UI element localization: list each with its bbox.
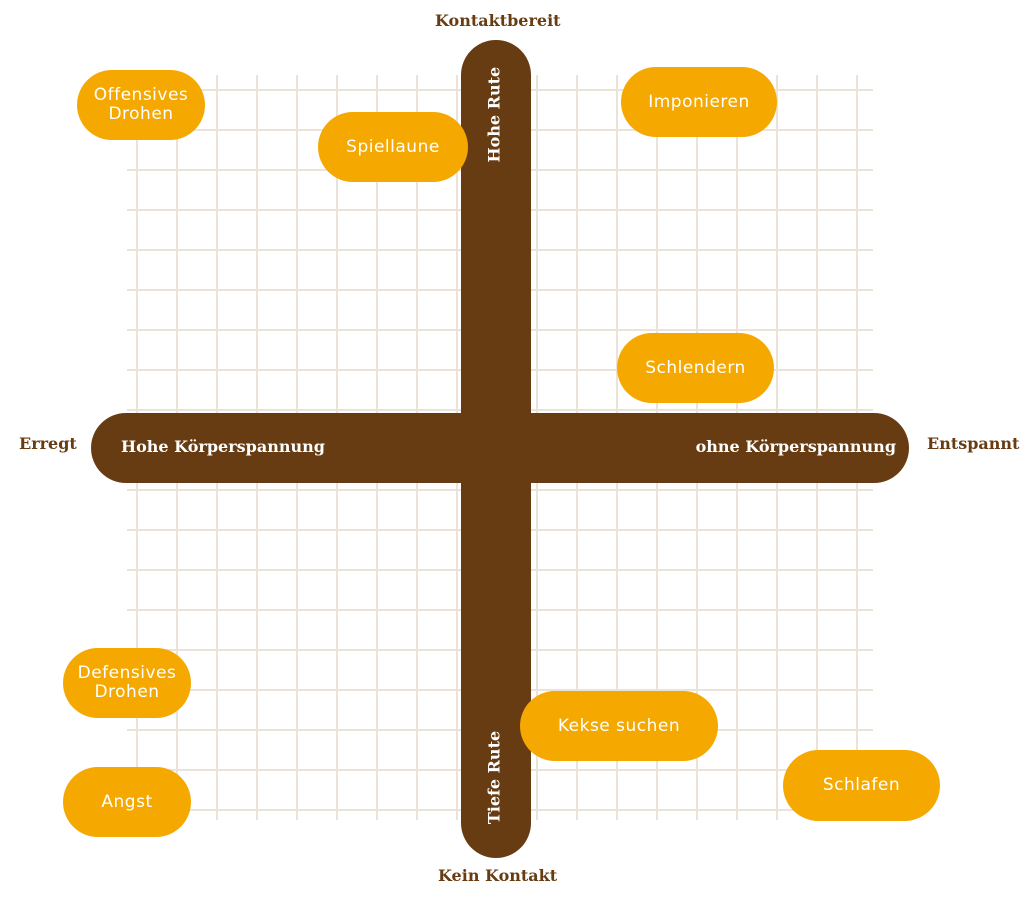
state-kekse-suchen: Kekse suchen [520,691,718,761]
vertical-axis-bar [461,40,531,858]
state-schlafen: Schlafen [783,750,940,821]
state-defensives-drohen: Defensives Drohen [63,648,191,718]
bar-label-no-tension: ohne Körperspannung [695,437,896,456]
state-angst: Angst [63,767,191,837]
axis-label-bottom: Kein Kontakt [438,866,558,885]
axis-label-right: Entspannt [927,434,1020,453]
state-spiellaune: Spiellaune [318,112,468,182]
state-schlendern: Schlendern [617,333,774,403]
bar-label-low-tail: Tiefe Rute [484,730,504,825]
state-imponieren: Imponieren [621,67,777,137]
bar-label-high-tail: Hohe Rute [484,66,504,163]
state-offensives-drohen: Offensives Drohen [77,70,205,140]
axis-label-left: Erregt [19,434,77,453]
bar-label-high-tension: Hohe Körperspannung [121,437,325,456]
axis-label-top: Kontaktbereit [435,11,561,30]
